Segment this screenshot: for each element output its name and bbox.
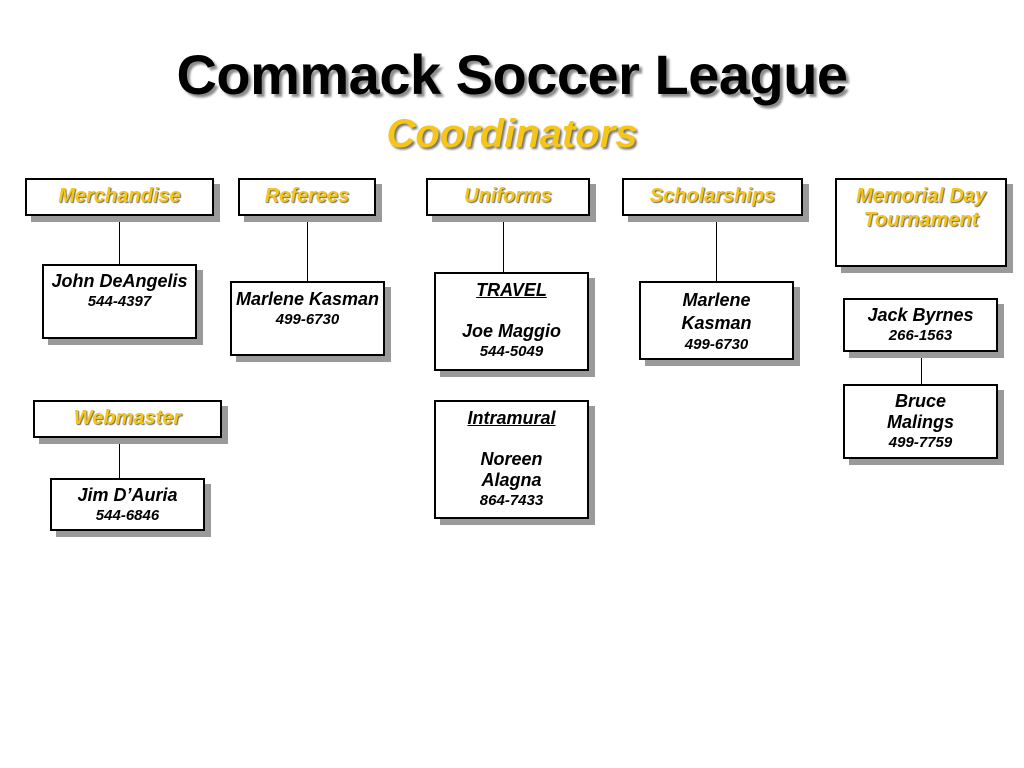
merchandise-header: Merchandise [58, 185, 181, 207]
referees-header: Referees [264, 185, 350, 207]
connector-referees [307, 216, 308, 281]
uniforms-intramural-box: Intramural Noreen Alagna 864-7433 [434, 400, 589, 519]
webmaster-coordinator-phone: 544-6846 [95, 507, 160, 524]
page-subtitle: Coordinators [386, 112, 638, 156]
uniforms-intramural-name: Noreen Alagna [480, 449, 543, 490]
webmaster-coordinator-box: Jim D’Auria 544-6846 [50, 478, 205, 531]
page-title: Commack Soccer League [176, 43, 848, 106]
scholarships-header-box: Scholarships [622, 178, 803, 216]
memorial-header-line2: Tournament [863, 209, 979, 231]
memorial-coordinator-box-1: Jack Byrnes 266-1563 [843, 298, 998, 352]
referees-header-box: Referees [238, 178, 376, 216]
memorial-coordinator-2-phone: 499-7759 [888, 434, 953, 451]
connector-scholarships [716, 216, 717, 281]
uniforms-travel-phone: 544-5049 [479, 343, 544, 360]
uniforms-travel-name: Joe Maggio [461, 321, 561, 341]
connector-merchandise [119, 216, 120, 264]
scholarships-header: Scholarships [649, 185, 776, 207]
referees-coordinator-box: Marlene Kasman 499-6730 [230, 281, 385, 356]
merchandise-coordinator-name: John DeAngelis [51, 271, 188, 291]
referees-coordinator-name: Marlene Kasman [235, 289, 380, 309]
merchandise-coordinator-phone: 544-4397 [87, 293, 152, 310]
merchandise-header-box: Merchandise [25, 178, 214, 216]
uniforms-header-box: Uniforms [426, 178, 590, 216]
scholarships-coordinator-name: Marlene Kasman [681, 290, 752, 333]
memorial-coordinator-box-2: Bruce Malings 499-7759 [843, 384, 998, 459]
uniforms-travel-box: TRAVEL Joe Maggio 544-5049 [434, 272, 589, 371]
webmaster-header: Webmaster [73, 407, 182, 429]
uniforms-intramural-label: Intramural [467, 408, 556, 428]
referees-coordinator-phone: 499-6730 [275, 311, 340, 328]
connector-uniforms [503, 216, 504, 272]
uniforms-header: Uniforms [464, 185, 552, 207]
scholarships-coordinator-phone: 499-6730 [684, 336, 749, 353]
connector-webmaster [119, 438, 120, 478]
merchandise-coordinator-box: John DeAngelis 544-4397 [42, 264, 197, 339]
uniforms-travel-label: TRAVEL [476, 280, 547, 300]
webmaster-header-box: Webmaster [33, 400, 222, 438]
memorial-header-line1: Memorial Day [855, 185, 987, 207]
connector-memorial [921, 352, 922, 384]
memorial-coordinator-1-name: Jack Byrnes [867, 305, 974, 325]
memorial-coordinator-2-name: Bruce Malings [886, 391, 954, 432]
uniforms-intramural-phone: 864-7433 [479, 492, 544, 509]
webmaster-coordinator-name: Jim D’Auria [77, 485, 178, 505]
scholarships-coordinator-box: Marlene Kasman 499-6730 [639, 281, 794, 360]
memorial-coordinator-1-phone: 266-1563 [888, 327, 953, 344]
memorial-header-box: Memorial Day Tournament [835, 178, 1007, 267]
